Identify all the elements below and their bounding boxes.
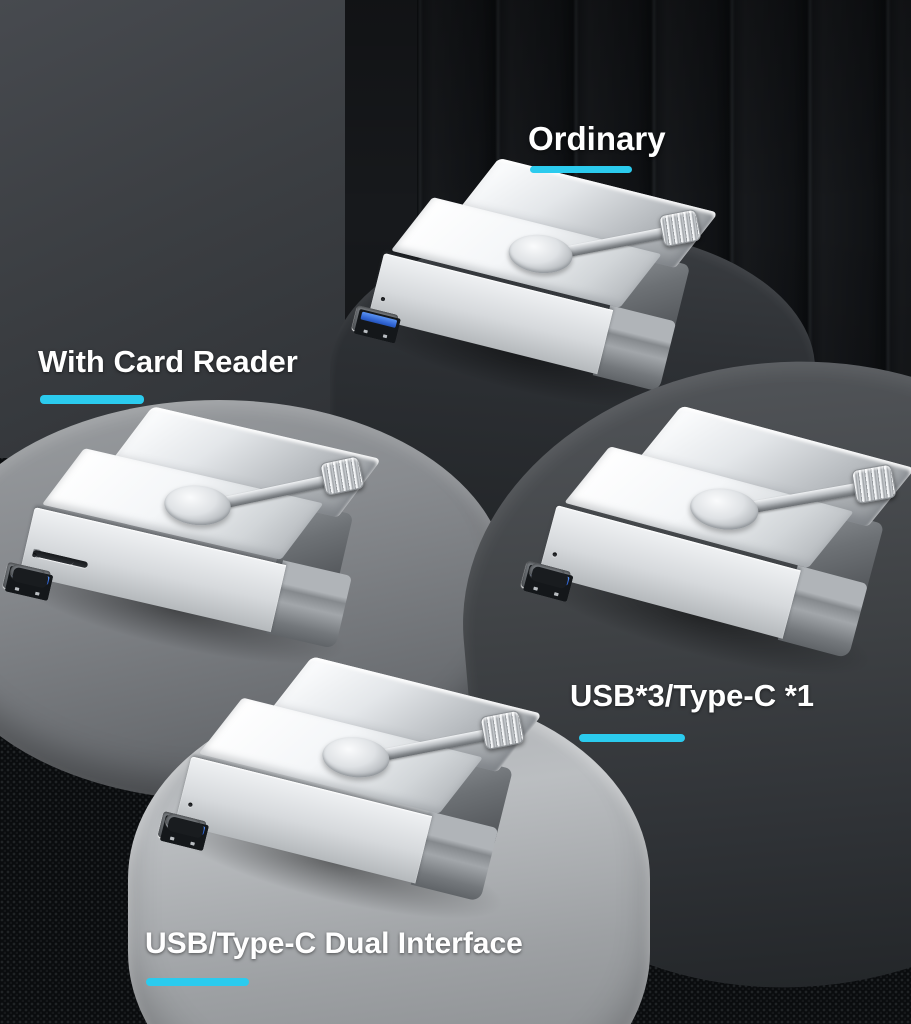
gray-backdrop-wall <box>0 0 345 458</box>
label-ordinary: Ordinary <box>528 120 666 157</box>
tf-card-slot <box>32 549 75 566</box>
accent-underline-dual-interface <box>146 978 249 986</box>
led-indicator <box>187 802 193 808</box>
accent-underline-ordinary <box>530 166 632 173</box>
led-indicator <box>552 551 558 558</box>
label-usb3-typec: USB*3/Type-C *1 <box>570 678 815 713</box>
accent-underline-usb3-typec <box>579 734 685 742</box>
label-with-card-reader: With Card Reader <box>38 344 298 379</box>
accent-underline-card-reader <box>40 395 144 404</box>
usb-tongue <box>359 311 397 328</box>
led-indicator <box>380 296 386 302</box>
clamp-thumbscrew-knob <box>850 463 897 505</box>
label-dual-interface: USB/Type-C Dual Interface <box>145 927 523 960</box>
